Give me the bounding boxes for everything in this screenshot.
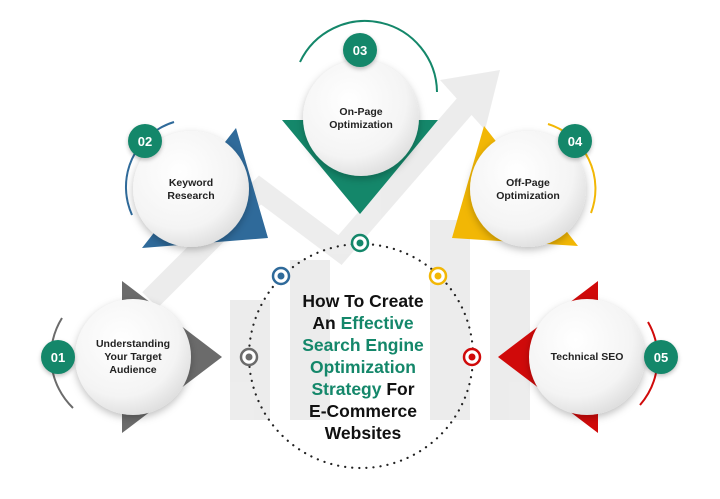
node-05-circle: [529, 299, 645, 415]
node-02-circle: [133, 131, 249, 247]
node-05-badge: 05: [644, 340, 678, 374]
title-line2-pre: An: [312, 313, 341, 333]
node-02-label: Keyword Research: [136, 177, 246, 203]
node-03-label-line2: Optimization: [329, 119, 393, 131]
node-04-label-line1: Off-Page: [506, 177, 550, 189]
connector-dot-yellow: [428, 266, 448, 286]
connector-dot-red: [462, 347, 482, 367]
node-04-label-line2: Optimization: [496, 190, 560, 202]
title-line7: Websites: [324, 423, 402, 443]
title-line1: How To Create: [302, 291, 424, 311]
node-05-technical-seo: [498, 281, 659, 433]
title-line5: Strategy For: [250, 378, 476, 400]
node-02-label-line1: Keyword: [168, 177, 214, 189]
node-01-label: Understanding Your Target Audience: [78, 338, 188, 377]
node-01-badge: 01: [41, 340, 75, 374]
node-03-label-line1: On-Page: [339, 106, 383, 118]
connector-dot-green: [350, 233, 370, 253]
connector-dot-blue: [271, 266, 291, 286]
title-line2-highlight: Effective: [340, 313, 414, 333]
title-line3: Search Engine: [302, 335, 424, 355]
node-02-label-line2: Research: [167, 190, 215, 202]
title-line5-highlight: Strategy: [311, 379, 382, 399]
title-line5-post: For: [381, 379, 415, 399]
node-05-label: Technical SEO: [532, 351, 642, 364]
node-04-circle: [470, 131, 586, 247]
node-01-circle: [75, 299, 191, 415]
node-01-label-line3: Audience: [109, 364, 157, 376]
center-title: How To Create An Effective Search Engine…: [250, 290, 476, 444]
node-01-label-line2: Your Target: [104, 351, 162, 363]
title-line6: E-Commerce: [309, 401, 417, 421]
node-02-keyword-research: [124, 121, 268, 248]
node-01-audience: [50, 281, 222, 433]
node-03-circle: [303, 60, 419, 176]
node-04-label: Off-Page Optimization: [473, 177, 583, 203]
node-03-badge: 03: [343, 33, 377, 67]
node-04-off-page: [452, 123, 597, 247]
node-05-label-line1: Technical SEO: [550, 351, 624, 363]
node-04-badge: 04: [558, 124, 592, 158]
title-line2: An Effective: [250, 312, 476, 334]
title-line4: Optimization: [310, 357, 416, 377]
node-03-on-page: [282, 19, 438, 214]
connector-dot-gray: [239, 347, 259, 367]
node-03-label: On-Page Optimization: [306, 106, 416, 132]
node-02-badge: 02: [128, 124, 162, 158]
node-01-label-line1: Understanding: [95, 338, 171, 350]
